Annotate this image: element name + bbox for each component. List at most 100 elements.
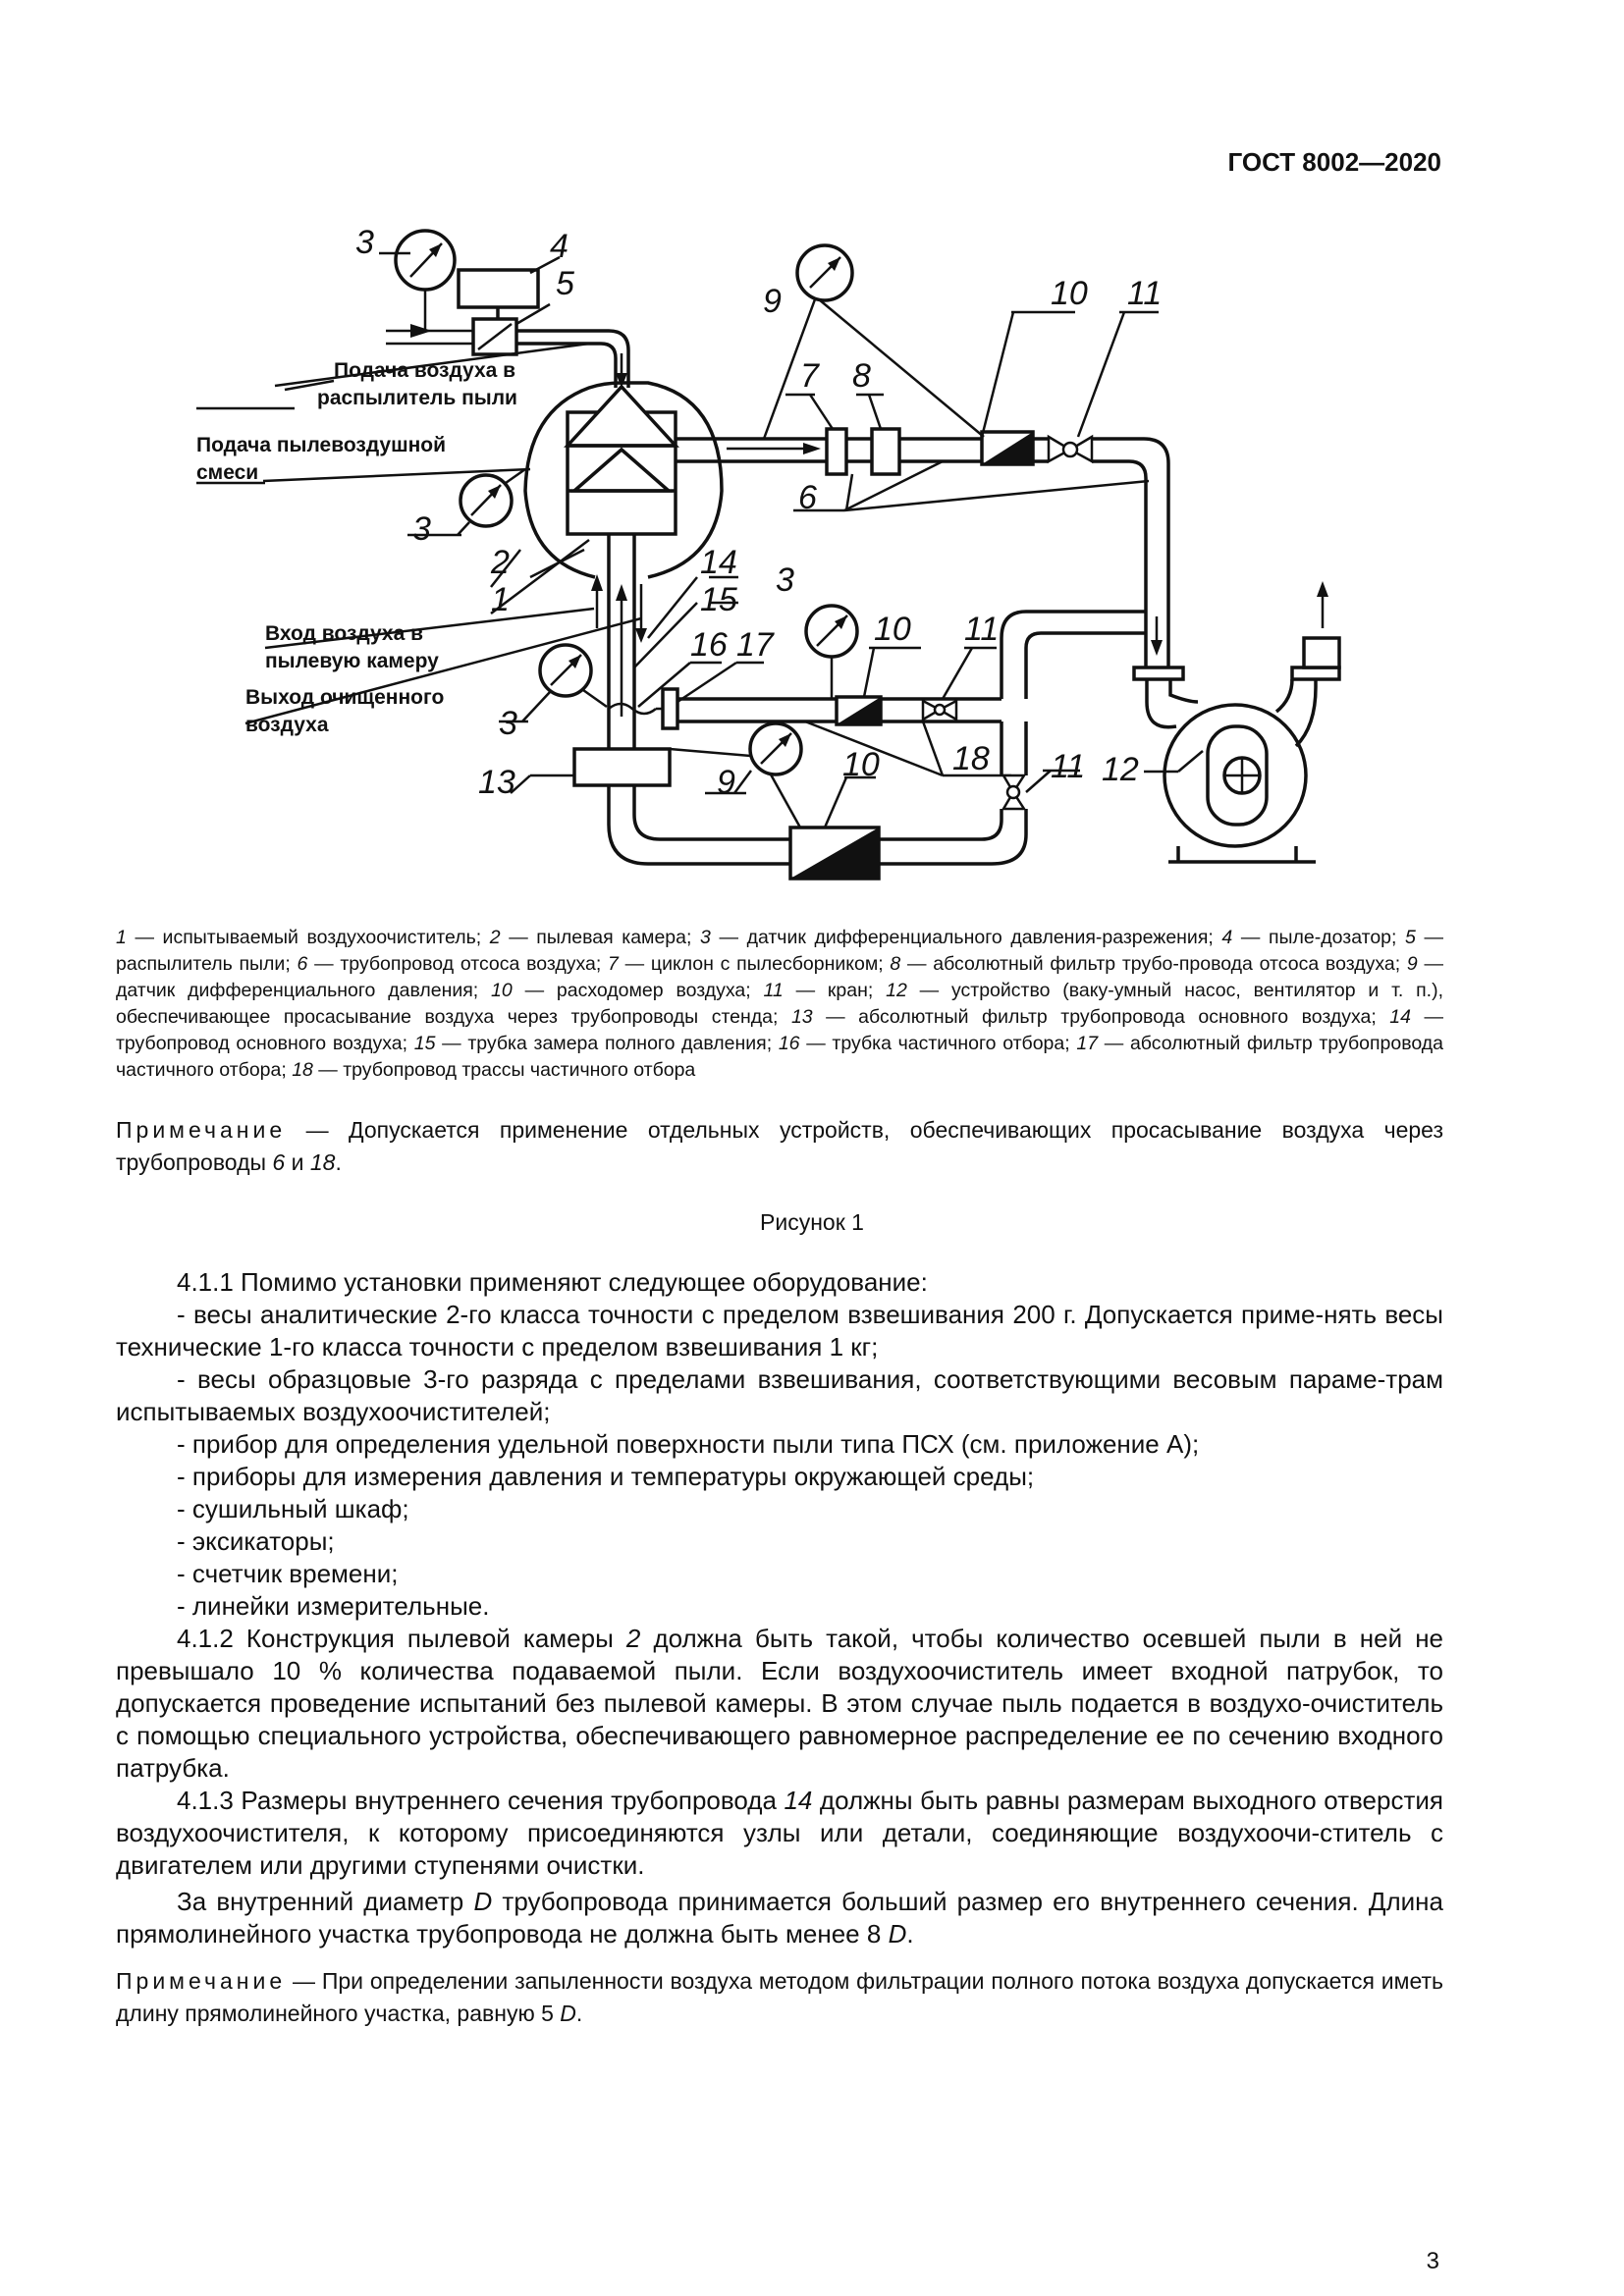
- label-7: 7: [800, 357, 820, 395]
- body-text: 4.1.1 Помимо установки применяют следующ…: [116, 1266, 1443, 1950]
- legend-number: 16: [778, 1033, 800, 1054]
- valve-11c: [1001, 774, 1027, 811]
- legend-number: 5: [1405, 927, 1416, 948]
- pressure-gauge-3b: [459, 467, 526, 528]
- label-17: 17: [736, 626, 775, 664]
- label-air-in-2: пылевую камеру: [265, 650, 439, 672]
- legend-number: 8: [890, 953, 901, 975]
- label-air-out-1: Выход очищенного: [245, 686, 444, 709]
- note-2: Примечание — При определении запыленност…: [116, 1968, 1443, 2026]
- legend-text: — абсолютный фильтр трубо-провода отсоса…: [900, 953, 1407, 975]
- list-item: - приборы для измерения давления и темпе…: [177, 1462, 1035, 1491]
- label-11c: 11: [1051, 748, 1085, 785]
- label-12: 12: [1102, 751, 1139, 788]
- label-10c: 10: [842, 746, 880, 783]
- flowmeter-10b: [835, 695, 883, 726]
- valve-11a: [1047, 434, 1094, 464]
- absolute-filter-8: [870, 427, 901, 476]
- legend-text: — испытываемый воздухоочиститель;: [126, 927, 490, 948]
- label-3b: 3: [412, 510, 431, 548]
- legend-text: — кран;: [783, 980, 887, 1001]
- label-air-in-1: Вход воздуха в: [265, 622, 423, 645]
- legend-text: — пылевая камера;: [500, 927, 701, 948]
- paragraph-4-1-3: 4.1.3 Размеры внутреннего сечения трубоп…: [116, 1786, 1443, 1880]
- paragraph-4-1-1: 4.1.1 Помимо установки применяют следующ…: [177, 1267, 928, 1297]
- legend-text: — трубопровод основного воздуха;: [116, 1006, 1443, 1054]
- pressure-gauge-9a: [762, 243, 985, 440]
- label-10a: 10: [1051, 275, 1088, 312]
- legend-text: — абсолютный фильтр трубопровода частичн…: [116, 1033, 1443, 1081]
- label-2: 2: [490, 544, 510, 581]
- legend-number: 7: [608, 953, 619, 975]
- test-stand-diagram: 3 4 5 9 7 8 10 11 6 3 2 1 14 15 3 10 11 …: [196, 224, 1341, 881]
- document-header: ГОСТ 8002—2020: [1227, 147, 1441, 177]
- label-mix-supply-1: Подача пылевоздушной: [196, 434, 446, 456]
- label-16: 16: [690, 626, 728, 664]
- legend-number: 18: [292, 1059, 313, 1081]
- pressure-gauge-3c: [538, 643, 608, 709]
- legend-text: — трубка замера полного давления;: [435, 1033, 779, 1054]
- label-3c: 3: [776, 561, 794, 599]
- legend-number: 4: [1221, 927, 1233, 948]
- list-item: - эксикаторы;: [177, 1526, 335, 1556]
- flowmeter-10a: [980, 430, 1035, 466]
- legend-number: 9: [1406, 953, 1418, 975]
- legend-number: 3: [700, 927, 711, 948]
- figure-caption: Рисунок 1: [760, 1209, 864, 1235]
- legend-number: 15: [413, 1033, 436, 1054]
- label-6: 6: [798, 479, 817, 516]
- legend-text: — трубопровод отсоса воздуха;: [307, 953, 609, 975]
- label-3a: 3: [355, 224, 374, 261]
- label-11a: 11: [1127, 275, 1162, 312]
- list-item: - весы образцовые 3-го разряда с предела…: [116, 1364, 1443, 1426]
- label-14: 14: [700, 544, 737, 581]
- legend-number: 13: [790, 1006, 813, 1028]
- vacuum-pump-12: [1132, 581, 1341, 864]
- legend-number: 11: [763, 980, 784, 1001]
- legend-number: 17: [1076, 1033, 1099, 1054]
- label-3d: 3: [499, 705, 517, 742]
- legend-text: — расходомер воздуха;: [512, 980, 764, 1001]
- label-10b: 10: [874, 611, 911, 648]
- label-18: 18: [952, 740, 990, 777]
- dust-chamber-2: [523, 381, 724, 579]
- legend-text: — циклон с пылесборником;: [618, 953, 891, 975]
- legend-text: — трубопровод трассы частичного отбора: [312, 1059, 696, 1081]
- label-9a: 9: [763, 283, 782, 320]
- legend-number: 14: [1389, 1006, 1411, 1028]
- pressure-gauge-9b: [669, 721, 803, 828]
- legend-text: — пыле-дозатор;: [1232, 927, 1406, 948]
- pressure-gauge-3d: [804, 604, 859, 699]
- label-air-supply-2: распылитель пыли: [317, 387, 517, 409]
- legend-number: 1: [116, 927, 127, 948]
- label-5: 5: [556, 265, 574, 302]
- label-8: 8: [852, 357, 871, 395]
- absolute-filter-17: [661, 687, 679, 730]
- label-9b: 9: [717, 764, 735, 801]
- label-mix-supply-2: смеси: [196, 461, 258, 484]
- legend-number: 10: [491, 980, 513, 1001]
- label-1: 1: [491, 581, 510, 618]
- equipment-list: - весы аналитические 2-го класса точност…: [116, 1299, 1443, 1623]
- page-number: 3: [1426, 2248, 1439, 2274]
- figure-legend: 1 — испытываемый воздухоочиститель; 2 — …: [116, 925, 1443, 1084]
- label-4: 4: [550, 228, 568, 265]
- legend-text: — распылитель пыли;: [116, 927, 1443, 975]
- valve-11b: [921, 698, 958, 722]
- legend-number: 12: [886, 980, 907, 1001]
- legend-text: — абсолютный фильтр трубопровода основно…: [812, 1006, 1390, 1028]
- label-13: 13: [478, 764, 515, 801]
- absolute-filter-13: [572, 747, 672, 787]
- label-11b: 11: [964, 611, 999, 648]
- legend-text: — трубка частичного отбора;: [799, 1033, 1077, 1054]
- label-air-supply-1: Подача воздуха в: [334, 359, 515, 382]
- dust-feeder-4: [457, 268, 540, 309]
- paragraph-diameter: За внутренний диаметр D трубопровода при…: [116, 1887, 1444, 1949]
- legend-number: 6: [297, 953, 308, 975]
- list-item: - весы аналитические 2-го класса точност…: [116, 1300, 1443, 1362]
- label-air-out-2: воздуха: [245, 714, 329, 736]
- list-item: - счетчик времени;: [177, 1559, 399, 1588]
- legend-number: 2: [489, 927, 501, 948]
- pressure-gauge-3a: [394, 229, 457, 331]
- label-15: 15: [700, 581, 737, 618]
